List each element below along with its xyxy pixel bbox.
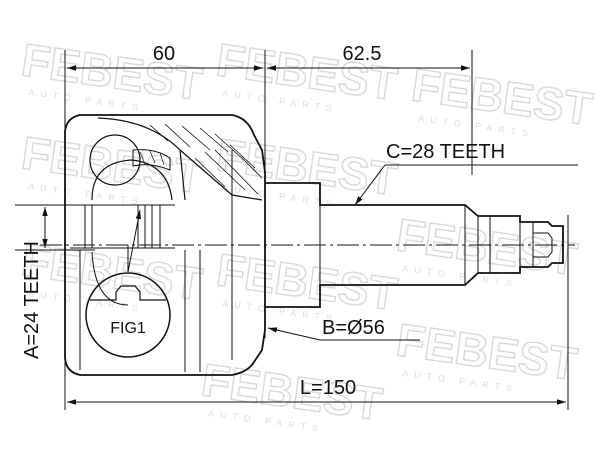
dimension-label-a: 60 bbox=[153, 43, 175, 65]
inner-teeth-label: A=24 TEETH bbox=[21, 241, 43, 359]
dimension-label-total: L=150 bbox=[300, 377, 356, 399]
leader-diameter: B=Ø56 bbox=[267, 317, 420, 341]
dimension-total-length: L=150 bbox=[67, 377, 566, 405]
leader-outer-teeth: C=28 TEETH bbox=[354, 141, 578, 206]
dimension-inner-teeth: A=24 TEETH bbox=[21, 207, 48, 359]
dimension-label-b: 62.5 bbox=[343, 43, 382, 65]
dimension-length-a: 60 bbox=[67, 43, 263, 71]
diameter-label: B=Ø56 bbox=[322, 317, 385, 339]
watermark-group: FEBEST AUTO PARTS FEBEST AUTO PARTS FEBE… bbox=[18, 33, 596, 434]
fig1-label: FIG1 bbox=[110, 320, 146, 337]
outer-teeth-label: C=28 TEETH bbox=[386, 141, 505, 163]
dimension-length-b: 62.5 bbox=[267, 43, 470, 71]
cv-joint-shaft bbox=[265, 182, 564, 308]
cv-joint-outer-housing bbox=[64, 114, 266, 376]
fig1-callout: FIG1 bbox=[85, 209, 171, 358]
